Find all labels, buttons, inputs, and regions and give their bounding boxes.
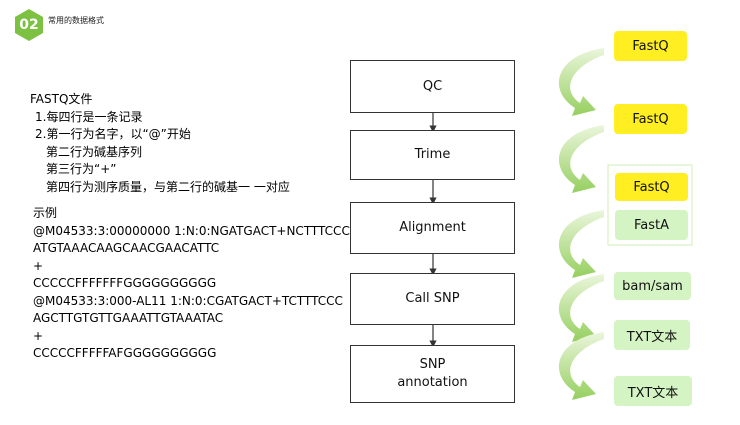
curved-arrow-icon [558,210,604,278]
format-badge-fastq: FastQ [614,104,687,134]
fastq-rule-1: 1.每四行是一条记录 [35,109,143,124]
fastq-line-2-desc: 第二行为碱基序列 [46,144,143,159]
example-line: + [33,258,44,273]
example-line: + [33,328,44,343]
step-trime: Trime [350,130,515,180]
section-title: 常用的数据格式 [48,16,104,25]
fasta-group-frame [607,164,693,246]
example-line: CCCCCFFFFFAFGGGGGGGGGG [33,346,217,360]
example-line: @M04533:3:000-AL11 1:N:0:CGATGACT+TCTTTC… [33,293,343,308]
section-number: 02 [19,17,39,33]
fastq-line-3-desc: 第三行为“+” [46,162,117,176]
curved-arrow-icon [558,274,604,342]
fastq-example: 示例 @M04533:3:00000000 1:N:0:NGATGACT+NCTT… [33,205,350,363]
curved-arrow-icon [558,48,604,116]
format-badge-fastq: FastQ [614,31,687,61]
curved-arrow-icon [558,332,604,400]
example-line: AGCTTGTGTTGAAATTGTAAATAC [33,311,224,325]
step-qc: QC [350,60,515,113]
example-label: 示例 [33,206,58,220]
format-badge-txt: TXT文本 [614,320,690,350]
curved-arrow-icon [558,125,604,193]
fastq-heading: FASTQ文件 [30,92,93,106]
format-badge-bam-sam: bam/sam [614,272,691,300]
example-line: CCCCCFFFFFFFGGGGGGGGGG [33,276,217,290]
step-call-snp: Call SNP [350,273,515,325]
section-badge-icon [15,9,43,41]
fastq-description: FASTQ文件 1.每四行是一条记录 2.第一行为名字，以“@”开始第二行为碱基序列… [30,91,290,196]
step-alignment: Alignment [350,202,515,254]
example-line: @M04533:3:00000000 1:N:0:NGATGACT+NCTTTC… [33,223,350,238]
format-badge-txt: TXT文本 [614,376,692,406]
format-badge-fastq: FastQ [615,173,688,201]
example-line: ATGTAAACAAGCAACGAACATTC [33,241,220,255]
fastq-rule-2: 2.第一行为名字，以“@”开始 [35,127,191,141]
format-badge-fasta: FastA [615,210,688,240]
fastq-line-4-desc: 第四行为测序质量，与第二行的碱基一 一对应 [46,179,290,194]
step-snp-annotation: SNP annotation [350,345,515,403]
